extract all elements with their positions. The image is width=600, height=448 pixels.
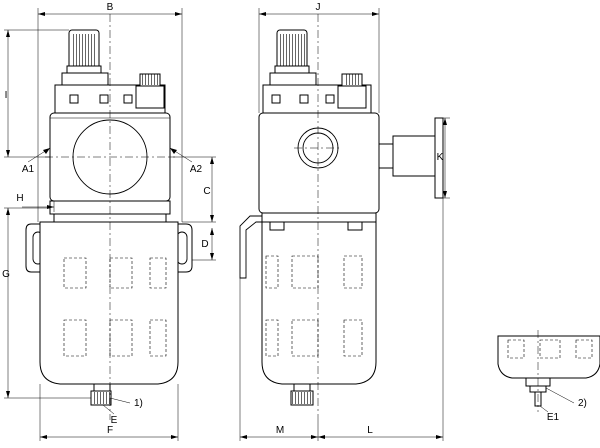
side-bracket [239, 215, 262, 279]
label-J: J [316, 2, 321, 13]
side-drain-nut [293, 383, 311, 392]
front-gauge-stem-knurl [142, 74, 158, 85]
label-note1: 1) [134, 398, 143, 409]
dim-K-arrow-bottom [443, 191, 447, 198]
side-gauge-face [434, 117, 444, 199]
front-view [25, 14, 193, 420]
dim-G-arrow-bottom [6, 391, 10, 398]
leader-E1 [539, 405, 549, 413]
side-bonnet-screw-3 [325, 94, 335, 104]
side-gauge-neck [378, 143, 394, 169]
side-bowl-window-1 [265, 255, 279, 289]
dim-G-arrow-top [6, 208, 10, 215]
side-drain-knurl [292, 392, 312, 404]
label-note2: 2) [578, 398, 587, 409]
dim-D-arrow-bottom [210, 253, 214, 260]
label-A2: A2 [190, 164, 203, 175]
leader-E [102, 404, 115, 415]
label-E: E [111, 415, 118, 426]
side-gauge-stem-knurl [344, 74, 360, 85]
label-F: F [107, 425, 113, 436]
dim-D-arrow-top [210, 228, 214, 235]
dim-M-arrow-left [240, 435, 247, 439]
dim-F-arrow-right [171, 435, 178, 439]
front-dimensions: B I A1 A2 C D H [2, 2, 216, 441]
detail-view: 2) E1 [497, 330, 600, 423]
label-G: G [2, 269, 10, 280]
front-knob-collar [66, 65, 102, 74]
dim-J-arrow-left [259, 12, 266, 16]
label-C: C [203, 186, 210, 197]
side-knob-knurl [279, 34, 305, 66]
front-gauge-base [135, 85, 165, 109]
front-knob-nut [61, 72, 109, 86]
side-bonnet-screw-2 [299, 94, 309, 104]
side-bonnet-screw-1 [271, 94, 281, 104]
detail-window-2 [539, 339, 561, 359]
front-bowl-window-6 [149, 319, 167, 357]
side-bowl-window-6 [343, 319, 363, 357]
dim-L-arrow-left [318, 435, 325, 439]
label-B: B [107, 2, 114, 13]
label-D: D [201, 239, 208, 250]
side-gauge-base [337, 85, 367, 109]
side-gauge-case [392, 135, 436, 177]
front-bonnet-screw-3 [123, 94, 133, 104]
label-L: L [367, 425, 373, 436]
label-M: M [276, 425, 284, 436]
dim-C-arrow-bottom [210, 215, 214, 222]
side-collar [261, 212, 377, 223]
label-I: I [5, 90, 8, 101]
detail-window-1 [507, 339, 525, 359]
dim-L-arrow-right [436, 435, 443, 439]
side-bowl-tab-1 [269, 221, 285, 231]
label-K: K [437, 152, 444, 163]
side-dimensions: J K M L [239, 2, 450, 441]
leader-note2 [545, 387, 575, 404]
front-bowl-window-2 [109, 257, 133, 289]
front-knob-knurl [71, 34, 97, 66]
dim-B-arrow-right [175, 12, 182, 16]
front-drain-knurl [92, 392, 110, 404]
dim-J-arrow-right [372, 12, 379, 16]
dim-I-arrow-bottom [6, 150, 10, 157]
front-drain-nut [93, 383, 111, 392]
side-bowl-tab-2 [347, 221, 363, 231]
side-view [239, 14, 444, 420]
leader-A2-arrow [170, 148, 177, 154]
front-bowl [39, 221, 179, 385]
leader-A1-arrow [43, 148, 50, 154]
leader-note1 [109, 397, 131, 404]
side-bowl [261, 221, 377, 385]
label-A1: A1 [22, 164, 35, 175]
side-bowl-window-4 [265, 319, 279, 357]
label-E1: E1 [547, 412, 560, 423]
dim-B-arrow-left [38, 12, 45, 16]
dim-C-arrow-top [210, 157, 214, 164]
front-bonnet-screw-2 [99, 94, 109, 104]
side-knob-nut [269, 72, 317, 86]
front-bonnet-screw-1 [69, 94, 79, 104]
dim-F-arrow-left [40, 435, 47, 439]
dim-I-arrow-top [6, 30, 10, 37]
detail-window-3 [575, 339, 593, 359]
detail-bowl-bottom [497, 335, 600, 379]
front-bowl-window-1 [63, 257, 87, 289]
front-bowl-window-3 [149, 257, 167, 289]
side-knob-collar [274, 65, 310, 74]
dim-M-arrow-right [311, 435, 318, 439]
dim-K-arrow-top [443, 118, 447, 125]
label-H: H [16, 193, 23, 204]
side-bowl-window-5 [291, 319, 319, 357]
front-bowl-window-4 [63, 319, 87, 357]
